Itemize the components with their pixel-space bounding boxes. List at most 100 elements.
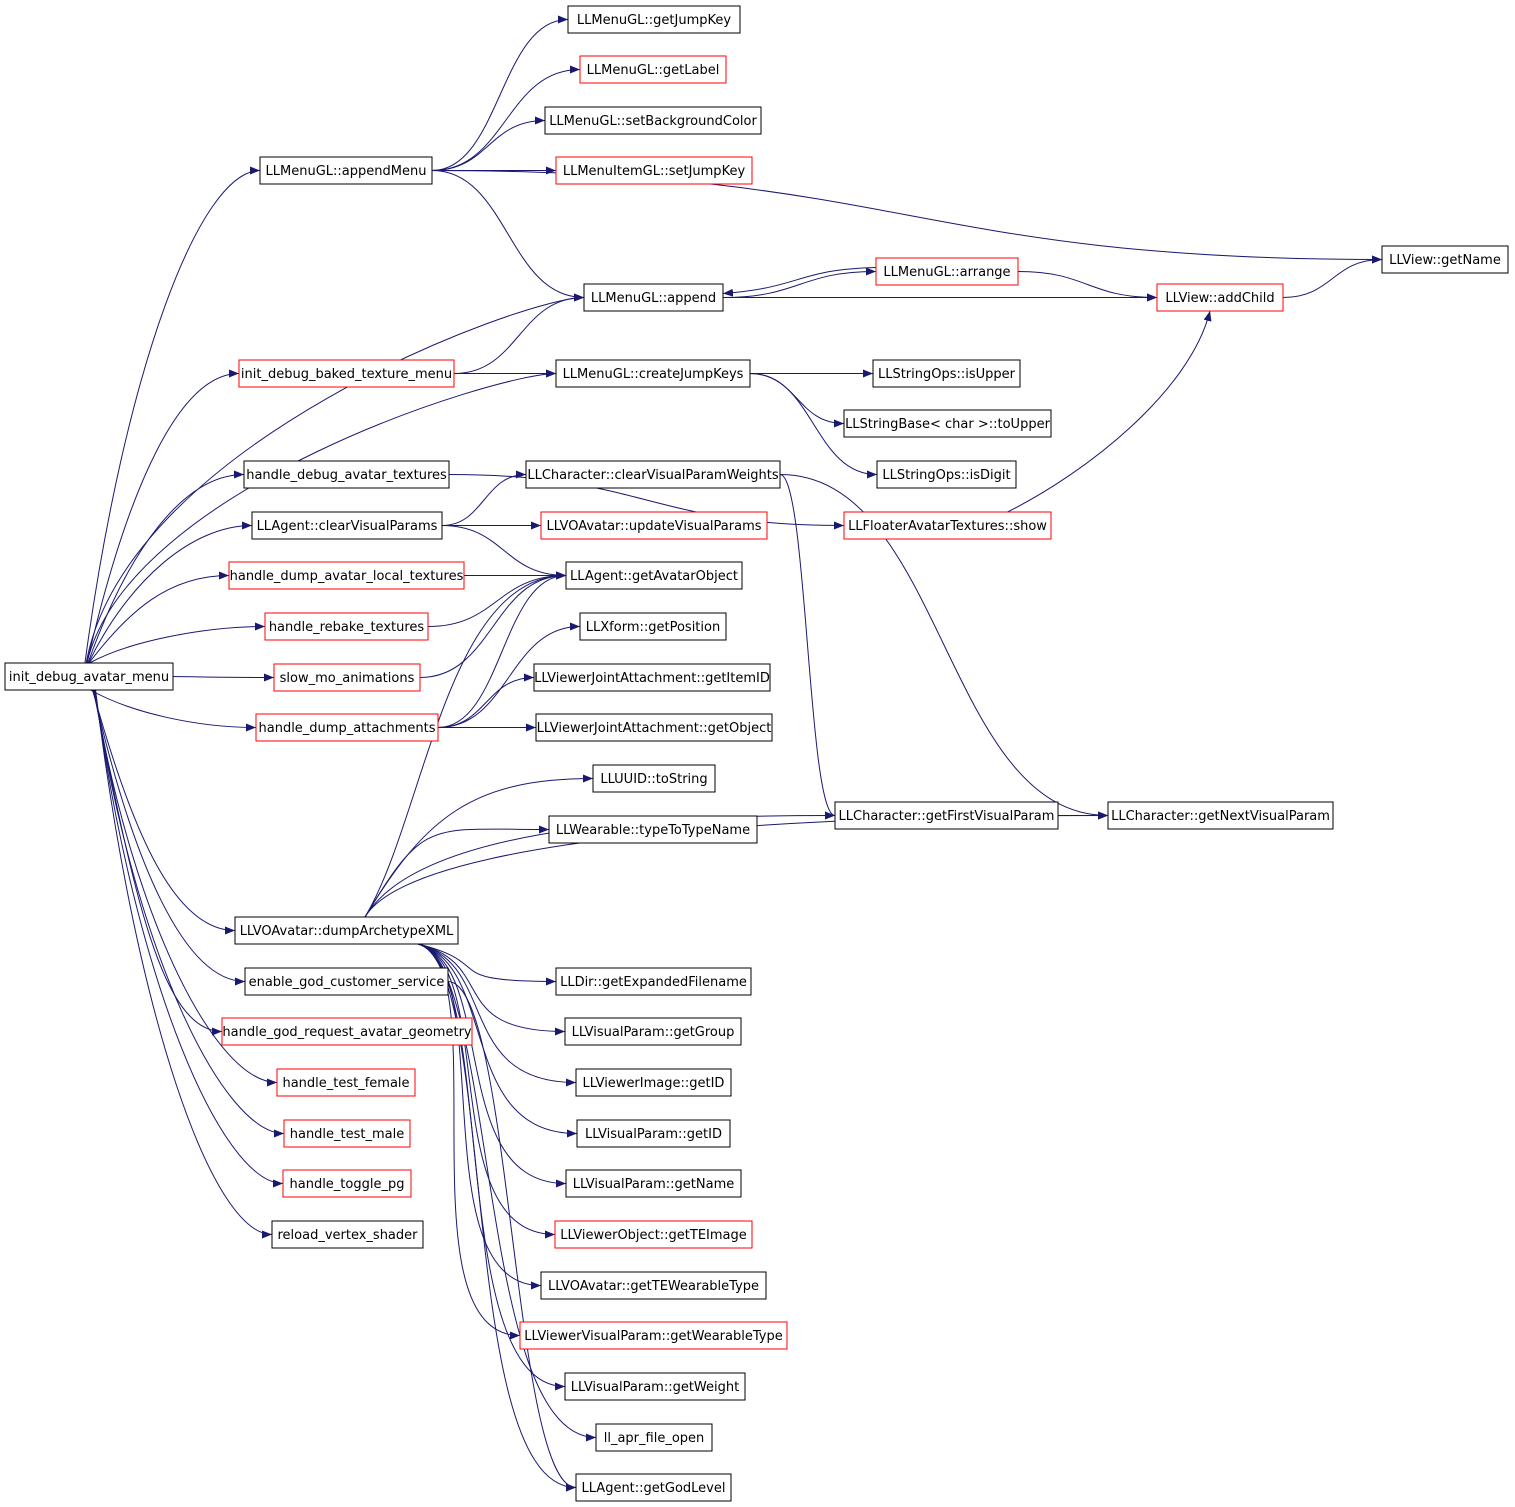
node-box[interactable]	[271, 1220, 424, 1249]
node-getLabel[interactable]: LLMenuGL::getLabel	[579, 55, 727, 84]
node-createJumpKeys[interactable]: LLMenuGL::createJumpKeys	[555, 359, 751, 388]
node-isDigit[interactable]: LLStringOps::isDigit	[876, 460, 1017, 489]
node-box[interactable]	[244, 967, 449, 996]
node-testFemale[interactable]: handle_test_female	[276, 1068, 416, 1097]
node-dumpAttach[interactable]: handle_dump_attachments	[255, 713, 439, 742]
node-box[interactable]	[565, 1169, 742, 1198]
node-getWearableType[interactable]: LLViewerVisualParam::getWearableType	[519, 1321, 788, 1350]
node-box[interactable]	[533, 663, 771, 692]
node-godCS[interactable]: enable_god_customer_service	[244, 967, 449, 996]
node-box[interactable]	[575, 1068, 732, 1097]
node-addChild[interactable]: LLView::addChild	[1156, 283, 1284, 312]
node-rebake[interactable]: handle_rebake_textures	[264, 612, 429, 641]
node-setBackgroundColor[interactable]: LLMenuGL::setBackgroundColor	[544, 106, 762, 135]
node-box[interactable]	[575, 1473, 732, 1502]
node-debugTextures[interactable]: handle_debug_avatar_textures	[243, 460, 450, 489]
node-box[interactable]	[576, 1119, 731, 1148]
node-getJumpKey[interactable]: LLMenuGL::getJumpKey	[567, 5, 741, 34]
node-box[interactable]	[282, 1169, 412, 1198]
node-godGeom[interactable]: handle_god_request_avatar_geometry	[221, 1017, 473, 1046]
node-vpGetName[interactable]: LLVisualParam::getName	[565, 1169, 742, 1198]
node-box[interactable]	[834, 801, 1059, 830]
node-root[interactable]: init_debug_avatar_menu	[4, 662, 174, 691]
node-box[interactable]	[238, 359, 455, 388]
node-box[interactable]	[540, 511, 768, 540]
node-box[interactable]	[555, 359, 751, 388]
node-box[interactable]	[540, 1271, 767, 1300]
node-togglePG[interactable]: handle_toggle_pg	[282, 1169, 412, 1198]
node-box[interactable]	[228, 561, 465, 590]
node-box[interactable]	[264, 612, 429, 641]
node-getGroup[interactable]: LLVisualParam::getGroup	[564, 1017, 742, 1046]
node-getTEWearable[interactable]: LLVOAvatar::getTEWearableType	[540, 1271, 767, 1300]
node-toString[interactable]: LLUUID::toString	[592, 764, 716, 793]
node-box[interactable]	[4, 662, 174, 691]
node-box[interactable]	[544, 106, 762, 135]
node-append[interactable]: LLMenuGL::append	[583, 283, 724, 312]
node-getName[interactable]: LLView::getName	[1381, 245, 1509, 274]
node-getItemID[interactable]: LLViewerJointAttachment::getItemID	[533, 663, 771, 692]
node-aprOpen[interactable]: ll_apr_file_open	[595, 1423, 713, 1452]
node-reloadVS[interactable]: reload_vertex_shader	[271, 1220, 424, 1249]
node-typeToTypeName[interactable]: LLWearable::typeToTypeName	[548, 815, 758, 844]
node-box[interactable]	[843, 511, 1052, 540]
node-slowmo[interactable]: slow_mo_animations	[273, 663, 421, 692]
node-box[interactable]	[243, 460, 450, 489]
node-appendMenu[interactable]: LLMenuGL::appendMenu	[259, 156, 433, 185]
node-box[interactable]	[251, 511, 443, 540]
node-box[interactable]	[273, 663, 421, 692]
node-updateVP[interactable]: LLVOAvatar::updateVisualParams	[540, 511, 768, 540]
node-arrange[interactable]: LLMenuGL::arrange	[875, 257, 1019, 286]
node-box[interactable]	[283, 1119, 411, 1148]
node-box[interactable]	[595, 1423, 713, 1452]
node-box[interactable]	[875, 257, 1019, 286]
node-getWeight[interactable]: LLVisualParam::getWeight	[564, 1372, 746, 1401]
node-box[interactable]	[276, 1068, 416, 1097]
node-dumpXML[interactable]: LLVOAvatar::dumpArchetypeXML	[234, 916, 459, 945]
node-box[interactable]	[565, 561, 743, 590]
node-box[interactable]	[876, 460, 1017, 489]
node-box[interactable]	[564, 1372, 746, 1401]
node-box[interactable]	[525, 460, 781, 489]
node-isUpper[interactable]: LLStringOps::isUpper	[872, 359, 1021, 388]
node-box[interactable]	[1381, 245, 1509, 274]
node-box[interactable]	[255, 713, 439, 742]
node-getNextVP[interactable]: LLCharacter::getNextVisualParam	[1107, 801, 1334, 830]
node-getObject[interactable]: LLViewerJointAttachment::getObject	[535, 713, 773, 742]
node-clearVP[interactable]: LLAgent::clearVisualParams	[251, 511, 443, 540]
node-godLevel[interactable]: LLAgent::getGodLevel	[575, 1473, 732, 1502]
node-vpGetID[interactable]: LLVisualParam::getID	[576, 1119, 731, 1148]
node-box[interactable]	[554, 1220, 753, 1249]
node-clearVPW[interactable]: LLCharacter::clearVisualParamWeights	[525, 460, 781, 489]
node-box[interactable]	[555, 967, 752, 996]
node-box[interactable]	[843, 409, 1052, 438]
node-testMale[interactable]: handle_test_male	[283, 1119, 411, 1148]
node-box[interactable]	[259, 156, 433, 185]
node-box[interactable]	[1156, 283, 1284, 312]
node-box[interactable]	[567, 5, 741, 34]
node-toUpper[interactable]: LLStringBase< char >::toUpper	[843, 409, 1052, 438]
node-box[interactable]	[564, 1017, 742, 1046]
node-box[interactable]	[548, 815, 758, 844]
node-box[interactable]	[872, 359, 1021, 388]
node-box[interactable]	[221, 1017, 473, 1046]
node-imgGetID[interactable]: LLViewerImage::getID	[575, 1068, 732, 1097]
node-box[interactable]	[579, 612, 727, 641]
node-show[interactable]: LLFloaterAvatarTextures::show	[843, 511, 1052, 540]
node-getFirstVP[interactable]: LLCharacter::getFirstVisualParam	[834, 801, 1059, 830]
node-setJumpKey[interactable]: LLMenuItemGL::setJumpKey	[555, 156, 753, 185]
node-getPosition[interactable]: LLXform::getPosition	[579, 612, 727, 641]
node-bakedMenu[interactable]: init_debug_baked_texture_menu	[238, 359, 455, 388]
node-box[interactable]	[234, 916, 459, 945]
node-getAvatarObject[interactable]: LLAgent::getAvatarObject	[565, 561, 743, 590]
node-box[interactable]	[583, 283, 724, 312]
node-box[interactable]	[579, 55, 727, 84]
node-box[interactable]	[519, 1321, 788, 1350]
node-box[interactable]	[535, 713, 773, 742]
node-getExpanded[interactable]: LLDir::getExpandedFilename	[555, 967, 752, 996]
node-box[interactable]	[1107, 801, 1334, 830]
node-box[interactable]	[592, 764, 716, 793]
node-dumpLocal[interactable]: handle_dump_avatar_local_textures	[228, 561, 465, 590]
node-box[interactable]	[555, 156, 753, 185]
node-getTEImage[interactable]: LLViewerObject::getTEImage	[554, 1220, 753, 1249]
